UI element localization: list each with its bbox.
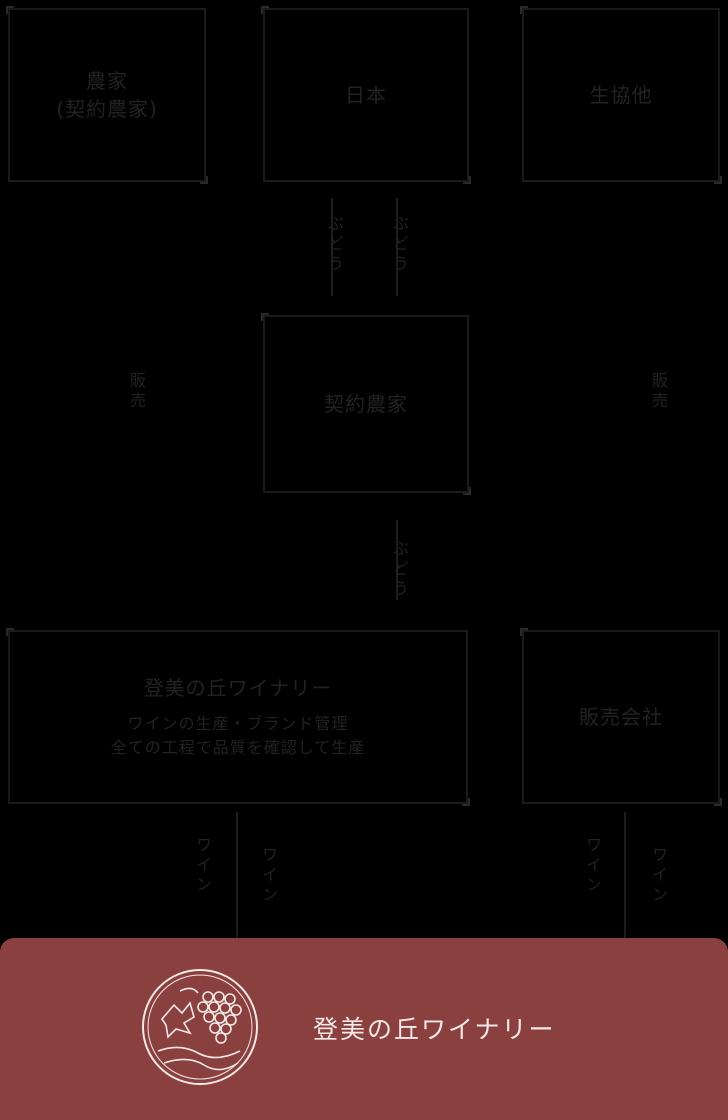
arrow-lower bbox=[396, 520, 398, 600]
side-left-label: 販売 bbox=[127, 372, 146, 412]
box-top-right: 生協他 bbox=[520, 6, 722, 184]
arrow-up-right bbox=[396, 198, 398, 296]
box-top-left: 農家 (契約農家) bbox=[6, 6, 208, 184]
box-middle: 契約農家 bbox=[261, 313, 471, 495]
box-bottom-left-title: 登美の丘ワイナリー bbox=[143, 676, 333, 700]
arrow-bottom-right bbox=[624, 812, 626, 938]
box-bottom-left-line2: 全ての工程で品質を確認して生産 bbox=[110, 738, 366, 757]
box-bottom-right-label: 販売会社 bbox=[579, 705, 663, 729]
box-top-center-label: 日本 bbox=[345, 83, 387, 107]
bottom-left-label-b: ワイン bbox=[259, 846, 278, 906]
box-middle-label: 契約農家 bbox=[324, 392, 408, 416]
arrow-up-left-label: ぶどう bbox=[325, 215, 344, 275]
box-bottom-left-line1: ワインの生産・ブランド管理 bbox=[127, 714, 349, 733]
arrow-up-left bbox=[331, 198, 333, 296]
side-right-label: 販売 bbox=[649, 372, 668, 412]
bottom-right-label-b: ワイン bbox=[649, 846, 668, 906]
box-top-right-label: 生協他 bbox=[589, 83, 653, 107]
box-top-center: 日本 bbox=[261, 6, 471, 184]
arrow-lower-label: ぶどう bbox=[390, 540, 409, 600]
arrow-bottom-left bbox=[236, 812, 238, 938]
box-bottom-left: 登美の丘ワイナリー ワインの生産・ブランド管理 全ての工程で品質を確認して生産 bbox=[6, 628, 470, 806]
footer-banner bbox=[0, 938, 728, 1120]
grape-vine-emblem-icon bbox=[142, 969, 258, 1085]
box-top-left-label: 農家 (契約農家) bbox=[56, 69, 158, 121]
bottom-left-label-a: ワイン bbox=[193, 836, 212, 896]
bottom-right-label-a: ワイン bbox=[583, 836, 602, 896]
arrow-up-right-label: ぶどう bbox=[390, 215, 409, 275]
brand-name: 登美の丘ワイナリー bbox=[313, 1015, 556, 1044]
box-bottom-right: 販売会社 bbox=[520, 628, 722, 806]
